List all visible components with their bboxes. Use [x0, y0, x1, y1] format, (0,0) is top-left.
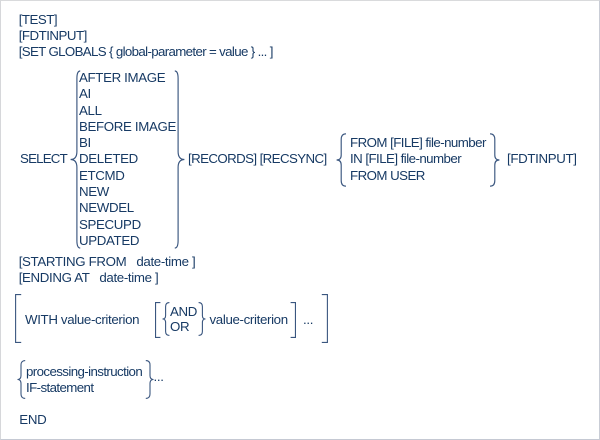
- select-source-option: IN [FILE] file-number: [350, 151, 462, 167]
- body-close-brace: [145, 359, 154, 399]
- with-inner-open-bracket: [154, 301, 160, 338]
- select-source-close-brace: [489, 133, 499, 187]
- select-option: NEW: [79, 184, 109, 200]
- with-outer-open-bracket: [15, 294, 22, 343]
- body-ellipsis: ...: [153, 369, 164, 385]
- select-option: DELETED: [79, 151, 138, 167]
- body-option: processing-instruction: [26, 364, 143, 380]
- select-option: NEWDEL: [79, 200, 134, 216]
- connector-open-brace: [161, 302, 169, 337]
- select-option: BEFORE IMAGE: [79, 118, 177, 134]
- with-inner-close-bracket: [290, 301, 296, 338]
- select-option: ALL: [79, 102, 102, 118]
- select-option: SPECUPD: [79, 216, 141, 232]
- select-options-close-brace: [175, 70, 185, 249]
- with-outer-close-bracket: [321, 294, 328, 343]
- syntax-line-set-globals: [SET GLOBALS { global-parameter = value …: [18, 44, 274, 59]
- select-keyword: SELECT: [20, 151, 68, 167]
- with-operand: value-criterion: [209, 311, 289, 327]
- fdtinput-option: [FDTINPUT]: [507, 151, 577, 167]
- connector-close-brace: [198, 302, 206, 337]
- records-recsync: [RECORDS] [RECSYNC]: [188, 151, 327, 167]
- select-options-open-brace: [70, 70, 80, 249]
- body-open-brace: [16, 359, 25, 399]
- with-ellipsis: ...: [303, 311, 314, 327]
- syntax-line-fdtinput: [FDTINPUT]: [18, 28, 88, 44]
- select-source-open-brace: [336, 133, 346, 187]
- select-source-option: FROM USER: [350, 167, 425, 183]
- body-option: IF-statement: [26, 380, 94, 396]
- starting-from-line: [STARTING FROM date-time ]: [18, 254, 196, 269]
- connector-option: AND: [170, 304, 198, 320]
- select-option: UPDATED: [79, 232, 140, 248]
- syntax-line-test: [TEST]: [18, 12, 58, 28]
- select-option: AI: [79, 86, 91, 102]
- select-source-option: FROM [FILE] file-number: [350, 134, 486, 150]
- connector-option: OR: [170, 319, 190, 335]
- select-option: AFTER IMAGE: [79, 70, 166, 85]
- with-head: WITH value-criterion: [25, 311, 140, 327]
- ending-at-line: [ENDING AT date-time ]: [18, 269, 159, 285]
- select-option: ETCMD: [79, 167, 125, 183]
- end-keyword: END: [19, 411, 47, 427]
- select-option: BI: [79, 135, 91, 151]
